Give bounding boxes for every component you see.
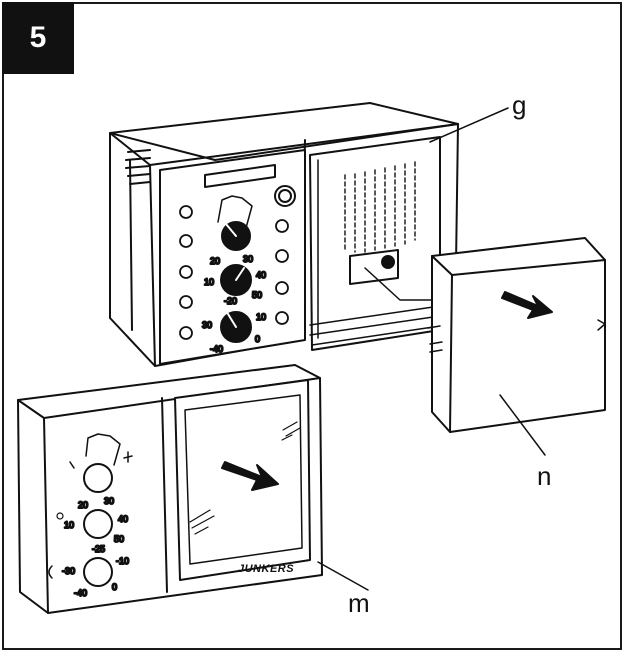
step-number-badge: 5 bbox=[2, 2, 74, 74]
panel-moon-icon bbox=[48, 565, 53, 579]
callout-n-label: n bbox=[537, 461, 551, 491]
housing-dial-middle-tick-3: 10 bbox=[204, 277, 214, 287]
housing-dial-middle-tick-2: 40 bbox=[256, 270, 266, 280]
housing-dial-bottom-tick-3: -40 bbox=[210, 344, 223, 354]
housing-mode-dial bbox=[217, 195, 253, 251]
panel-dial-bottom-tick-3: -40 bbox=[74, 588, 87, 598]
callout-g-label: g bbox=[512, 90, 526, 120]
housing-temp-dial-bottom bbox=[220, 311, 252, 343]
housing-dial-bottom-tick-2: 10 bbox=[256, 312, 266, 322]
callout-n-leader bbox=[499, 394, 546, 456]
callout-m-leader bbox=[317, 561, 369, 591]
panel-dial-middle-tick-0: 20 bbox=[78, 500, 88, 510]
housing-dial-middle-tick-1: 30 bbox=[243, 254, 253, 264]
panel-temp-dial-bottom bbox=[83, 557, 113, 587]
panel-dial-bottom-tick-2: -10 bbox=[116, 556, 129, 566]
panel-dial-bottom-tick-4: 0 bbox=[112, 582, 117, 592]
callout-m-label: m bbox=[348, 588, 370, 618]
panel-mode-dial bbox=[69, 433, 133, 493]
panel-dial-middle-tick-3: 40 bbox=[118, 514, 128, 524]
housing-led-column-left bbox=[179, 205, 193, 340]
panel-temp-dial-middle bbox=[56, 509, 113, 539]
cover-removal-arrow-upper bbox=[501, 291, 553, 319]
housing-dial-bottom-tick-1: 30 bbox=[202, 320, 212, 330]
panel-dial-bottom-tick-1: -30 bbox=[62, 566, 75, 576]
panel-dial-bottom-tick-0: -25 bbox=[92, 544, 105, 554]
brand-label: JUNKERS bbox=[238, 563, 294, 575]
housing-temp-dial-middle bbox=[220, 264, 252, 296]
side-cover-plate bbox=[427, 237, 606, 433]
panel-dial-middle-tick-1: 30 bbox=[104, 496, 114, 506]
panel-removal-arrow-lower bbox=[221, 461, 279, 491]
front-panel bbox=[17, 364, 323, 614]
panel-dial-middle-tick-4: 50 bbox=[114, 534, 124, 544]
compartment-vertical-ribs bbox=[344, 161, 416, 253]
housing-led-column-right bbox=[275, 219, 289, 325]
housing-dial-bottom-tick-4: 0 bbox=[255, 334, 260, 344]
controller-housing bbox=[109, 102, 459, 367]
callout-g-leader bbox=[429, 107, 509, 143]
housing-dial-bottom-tick-0: -20 bbox=[224, 296, 237, 306]
panel-dial-middle-tick-2: 10 bbox=[64, 520, 74, 530]
housing-dial-middle-tick-4: 50 bbox=[252, 290, 262, 300]
compartment-wiring-block bbox=[349, 249, 441, 301]
housing-dial-middle-tick-0: 20 bbox=[210, 256, 220, 266]
